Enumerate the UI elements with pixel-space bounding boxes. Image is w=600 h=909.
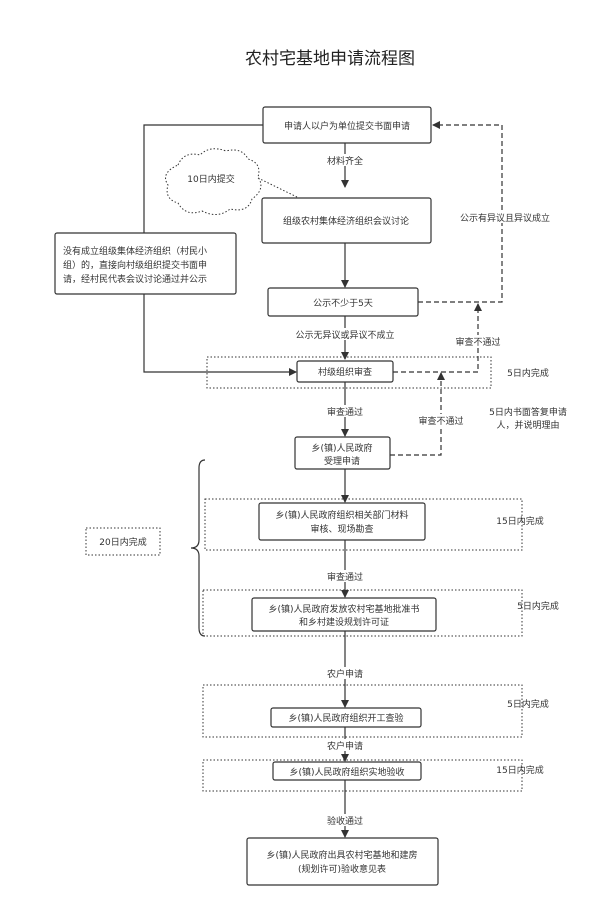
deadline-village: 5日内完成 [507, 367, 549, 379]
node-township-issue-line2: 和乡村建设规划许可证 [299, 616, 389, 628]
node-no-group [54, 232, 237, 295]
review-fail-line-township [390, 372, 445, 456]
node-township-issue [251, 597, 437, 632]
edge-review-failed-1: 审查不通过 [455, 336, 500, 348]
edge-acceptance-passed: 验收通过 [327, 815, 363, 827]
node-final-line1: 乡(镇)人民政府出具农村宅基地和建房 [266, 849, 417, 861]
deadline-reply-line1: 5日内书面答复申请 [489, 406, 567, 418]
edge-farmer-apply-1: 农户申请 [327, 668, 363, 680]
node-village-review [296, 360, 394, 383]
edge-review-failed-2: 审查不通过 [418, 415, 463, 427]
bypass-line-bottom [143, 294, 297, 376]
total-deadline-brace [190, 459, 206, 637]
node-publicize [267, 287, 419, 317]
node-start-check [270, 707, 422, 728]
node-final-line2: (规划许可)验收意见表 [298, 863, 386, 875]
edge-labels: 材料齐全 公示无异议或异议不成立 审查通过 审查通过 农户申请 农户申请 验收通… [290, 154, 555, 827]
deadline-total: 20日内完成 [99, 536, 146, 548]
node-group-meeting-label: 组级农村集体经济组织会议讨论 [283, 215, 409, 227]
deadline-site: 15日内完成 [496, 764, 543, 776]
node-no-group-line2: 组）的，直接向村级组织提交书面申 [63, 259, 207, 271]
node-township-audit [258, 502, 426, 541]
edge-materials-complete: 材料齐全 [327, 155, 363, 167]
edge-no-objection: 公示无异议或异议不成立 [295, 329, 394, 341]
node-no-group-line1: 没有成立组级集体经济组织（村民小 [63, 245, 207, 257]
node-site-acceptance-label: 乡(镇)人民政府组织实地验收 [289, 766, 404, 778]
node-township-audit-line1: 乡(镇)人民政府组织相关部门材料 [275, 509, 408, 521]
node-site-acceptance [272, 761, 422, 781]
node-no-group-line3: 请，经村民代表会议讨论通过并公示 [63, 273, 207, 285]
node-apply [262, 106, 432, 144]
review-fail-line-village [393, 303, 482, 373]
diagram-title: 农村宅基地申请流程图 [245, 49, 415, 69]
deadline-reply-line2: 人，并说明理由 [496, 419, 559, 431]
audit-deadline-region [204, 498, 523, 551]
issue-deadline-region [202, 589, 523, 637]
edge-review-passed-1: 审查通过 [327, 406, 363, 418]
cloud-note-shape [165, 148, 262, 215]
node-township-accept-line1: 乡(镇)人民政府 [311, 442, 372, 454]
deadline-audit: 15日内完成 [496, 515, 543, 527]
total-deadline-box [85, 527, 161, 556]
edge-farmer-apply-2: 农户申请 [327, 740, 363, 752]
node-apply-label: 申请人以户为单位提交书面申请 [284, 120, 410, 132]
node-final [246, 837, 439, 886]
node-township-accept [294, 436, 391, 470]
node-village-review-label: 村级组织审查 [318, 366, 372, 378]
cloud-note-connector [257, 177, 298, 198]
edge-review-passed-2: 审查通过 [327, 571, 363, 583]
node-group-meeting [261, 197, 432, 244]
node-township-accept-line2: 受理申请 [324, 455, 360, 467]
node-publicize-label: 公示不少于5天 [313, 298, 373, 309]
node-township-issue-line1: 乡(镇)人民政府发放农村宅基地批准书 [268, 603, 419, 615]
cloud-note-text: 10日内提交 [187, 173, 234, 185]
deadline-start: 5日内完成 [507, 698, 549, 710]
node-township-audit-line2: 审核、现场勘查 [310, 523, 373, 535]
node-start-check-label: 乡(镇)人民政府组织开工查验 [288, 712, 403, 724]
deadline-issue: 5日内完成 [517, 600, 559, 612]
bypass-line-top [143, 124, 263, 233]
edge-objection-upheld: 公示有异议且异议成立 [460, 212, 550, 224]
